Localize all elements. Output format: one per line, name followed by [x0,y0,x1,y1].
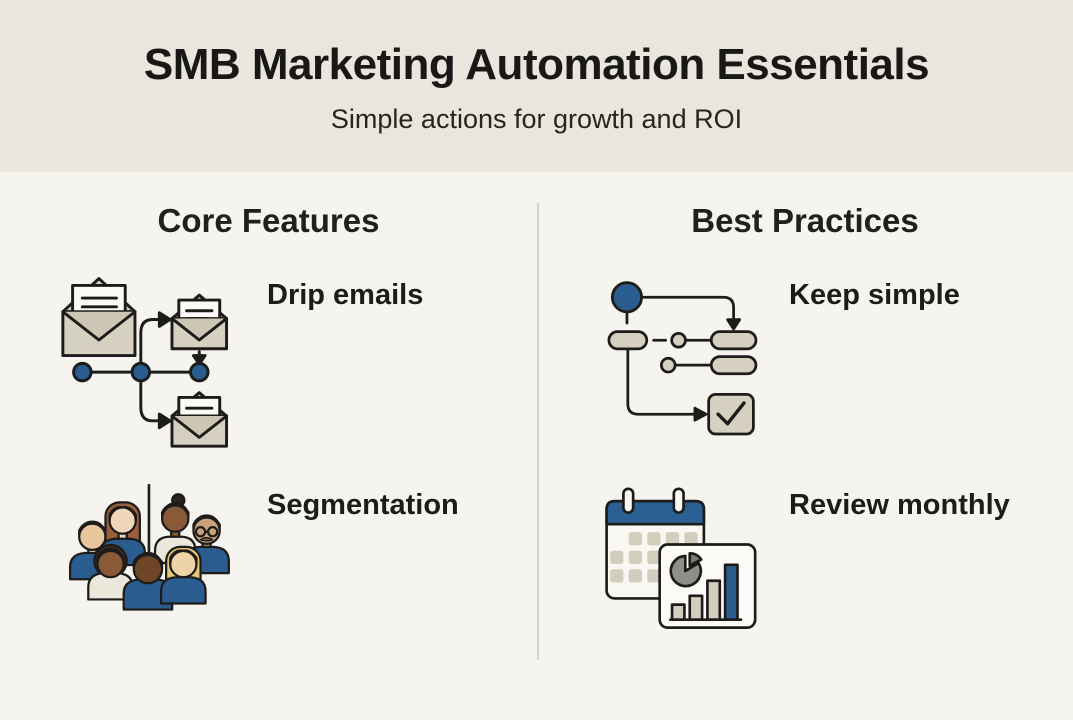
drip-emails-icon [61,277,229,448]
item-label-keep-simple: Keep simple [789,279,960,311]
item-label-drip-emails: Drip emails [267,279,424,311]
page-subtitle: Simple actions for growth and ROI [330,104,743,134]
page-title: SMB Marketing Automation Essentials [143,40,930,89]
item-label-review-monthly: Review monthly [789,489,1010,521]
review-monthly-icon [605,487,757,629]
item-label-segmentation: Segmentation [267,489,459,521]
column-divider [537,203,539,660]
segmentation-icon [68,484,230,611]
header-band: SMB Marketing Automation Essentials Simp… [0,0,1073,172]
keep-simple-icon [607,281,758,436]
column-heading-best-practices: Best Practices [691,202,919,239]
column-heading-core-features: Core Features [157,202,380,239]
